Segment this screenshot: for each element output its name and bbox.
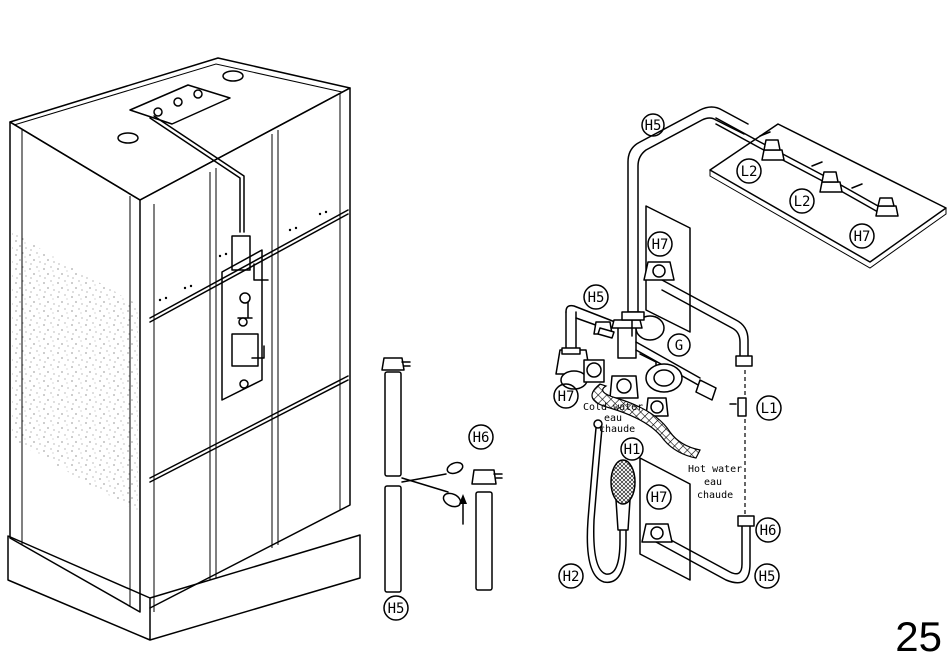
label-h6-middle: H6 bbox=[473, 430, 490, 446]
callout-h5-riser: H5 bbox=[642, 114, 664, 136]
callout-h6-right: H6 bbox=[756, 518, 780, 542]
pipe-segment-lower bbox=[385, 486, 401, 592]
clamp-h5-top bbox=[382, 358, 410, 370]
label-g: G bbox=[675, 338, 683, 354]
label-h7-lower: H7 bbox=[651, 490, 668, 506]
shower-cabin bbox=[8, 58, 360, 640]
label-l2-b: L2 bbox=[794, 194, 811, 210]
callout-h5-mixer: H5 bbox=[584, 285, 608, 309]
page-number: 25 bbox=[895, 616, 942, 658]
fitting-h7-upper bbox=[644, 262, 674, 280]
callout-h7-overhead: H7 bbox=[850, 224, 874, 248]
callout-l1: L1 bbox=[757, 396, 781, 420]
label-h7-mixer: H7 bbox=[558, 389, 575, 405]
fitting-h7-lower bbox=[642, 524, 672, 542]
connector-l1 bbox=[730, 398, 746, 416]
label-h6-right: H6 bbox=[760, 523, 777, 539]
note-hot-chaude: chaude bbox=[697, 490, 733, 501]
label-h7-upper: H7 bbox=[652, 237, 669, 253]
callout-h5-right: H5 bbox=[755, 564, 779, 588]
label-h7-overhead: H7 bbox=[854, 229, 871, 245]
wall-plate-lower bbox=[640, 458, 690, 580]
cut-pipe-step bbox=[382, 358, 502, 592]
lower-rail bbox=[150, 376, 348, 482]
label-h5-middle: H5 bbox=[388, 601, 405, 617]
cabin-base bbox=[8, 535, 360, 640]
overhead-plate bbox=[710, 124, 946, 262]
callout-g: G bbox=[668, 334, 690, 356]
callout-h7-lower: H7 bbox=[647, 485, 671, 509]
roof-pipe bbox=[150, 116, 244, 232]
callout-h6-middle: H6 bbox=[469, 425, 493, 449]
callout-l2-a: L2 bbox=[737, 159, 761, 183]
scissors-icon bbox=[402, 461, 464, 510]
label-h1: H1 bbox=[624, 442, 641, 458]
label-h5-riser: H5 bbox=[645, 118, 662, 134]
note-cold-chaude: chaude bbox=[599, 424, 635, 435]
label-h5-mixer: H5 bbox=[588, 290, 605, 306]
note-hot-eau: eau bbox=[704, 477, 722, 488]
label-h5-right: H5 bbox=[759, 569, 776, 585]
label-h2: H2 bbox=[563, 569, 580, 585]
callout-h1: H1 bbox=[621, 438, 643, 460]
pipe-with-h6 bbox=[476, 492, 492, 590]
pipe-segment-upper bbox=[385, 372, 401, 476]
note-hot-water: Hot water bbox=[688, 464, 742, 475]
note-cold-eau: eau bbox=[604, 413, 622, 424]
callout-h5-middle: H5 bbox=[384, 596, 408, 620]
mixer-valve-g bbox=[556, 306, 716, 416]
label-l2-a: L2 bbox=[741, 164, 758, 180]
roof-hole-left bbox=[118, 133, 138, 143]
callout-h7-upper: H7 bbox=[648, 232, 672, 256]
upper-rail bbox=[150, 210, 348, 322]
roof-hole-right bbox=[223, 71, 243, 81]
hand-shower-head bbox=[611, 460, 635, 530]
clamp-h6 bbox=[472, 470, 502, 484]
note-cold-water: Cold water bbox=[583, 402, 643, 413]
cabin-front bbox=[140, 88, 350, 608]
callouts: H5 L2 L2 H7 H7 H5 G H7 bbox=[384, 114, 874, 620]
label-l1: L1 bbox=[761, 401, 778, 417]
callout-h2: H2 bbox=[559, 564, 583, 588]
callout-l2-b: L2 bbox=[790, 189, 814, 213]
